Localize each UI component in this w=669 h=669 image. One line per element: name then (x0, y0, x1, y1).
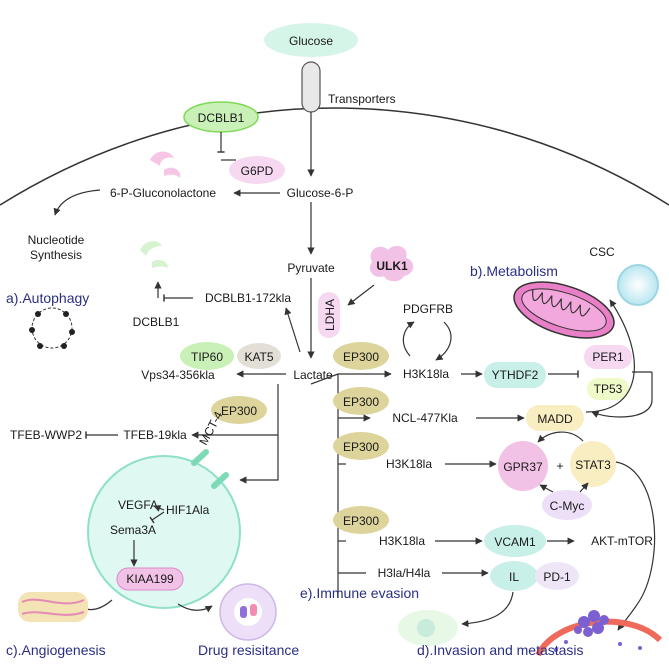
ulk1-label: ULK1 (376, 259, 408, 273)
cmyc-label: C-Myc (550, 499, 585, 513)
il-label: IL (509, 570, 519, 584)
mitochondrion-icon (513, 281, 615, 339)
ncl-477kla-label: NCL-477Kla (392, 411, 458, 425)
gpr37-node (498, 441, 548, 491)
tip60-label: TIP60 (191, 350, 223, 364)
csc-label: CSC (589, 245, 615, 259)
per1-node (584, 345, 632, 369)
ep300-tfeb-label: EP300 (221, 404, 257, 418)
csc-cell-icon (617, 264, 659, 306)
blood-vessel-icon (18, 592, 88, 622)
gluconolactone-label: 6-P-Gluconolactone (110, 186, 216, 200)
glucose-6-p-label: Glucose-6-P (287, 186, 354, 200)
vegfa-label: VEGFA (118, 498, 158, 512)
kiaa199-label: KIAA199 (126, 572, 174, 586)
ep300-row3-label: EP300 (343, 440, 379, 454)
akt-mtor-label: AKT-mTOR (591, 534, 653, 548)
ep300-tfeb-node (211, 396, 267, 424)
metabolism-section-label: b).Metabolism (470, 263, 558, 279)
g6pd-protein-icon (150, 151, 181, 178)
hif1ala-label: HIF1Ala (166, 503, 210, 517)
dcblb1-top-label: DCBLB1 (198, 111, 245, 125)
glucose-label: Glucose (289, 34, 333, 48)
dcblb1-protein-icon (140, 241, 168, 268)
synthesis-label: Synthesis (30, 248, 82, 262)
gpr37-label: GPR37 (503, 460, 543, 474)
ep300-row2-node (333, 387, 389, 415)
pdgfrb-label: PDGFRB (403, 302, 453, 316)
il-node (490, 561, 538, 591)
madd-label: MADD (537, 412, 573, 426)
plus-label: + (556, 459, 563, 473)
vps34-label: Vps34-356kla (141, 368, 215, 382)
dcblb1-low-label: DCBLB1 (133, 315, 180, 329)
drug-resistance-section-label: Drug resisitance (198, 642, 299, 658)
transporter-icon (301, 61, 321, 113)
pd1-node (535, 562, 579, 590)
drug-resistant-cell-icon (219, 583, 277, 641)
ep300-row4-label: EP300 (343, 514, 379, 528)
h3la-h4la-label: H3la/H4la (378, 566, 431, 580)
ythdf2-node (484, 362, 546, 388)
vcam1-node (484, 525, 546, 557)
ep300-row3-node (333, 432, 389, 460)
metastasis-icon (535, 610, 663, 657)
sema3a-label: Sema3A (110, 523, 156, 537)
h3k18la-row4-label: H3K18la (379, 534, 425, 548)
glucose-node (264, 23, 358, 57)
pyruvate-label: Pyruvate (287, 261, 335, 275)
ldha-node (318, 292, 340, 338)
ythdf2-label: YTHDF2 (492, 368, 539, 382)
transporters-label: Transporters (328, 92, 396, 106)
ep300-row1-label: EP300 (343, 350, 379, 364)
tp53-node (587, 378, 629, 400)
ulk1-node (369, 245, 414, 282)
ep300-row1-node (333, 342, 389, 370)
cell-membrane (0, 107, 669, 206)
dcblb1-172kla-label: DCBLB1-172kla (205, 291, 291, 305)
tip60-node (180, 342, 234, 370)
h3k18la-row3-label: H3K18la (386, 457, 432, 471)
tp53-label: TP53 (594, 382, 623, 396)
kat5-label: KAT5 (244, 350, 273, 364)
stat3-node (570, 441, 616, 487)
ep300-row2-label: EP300 (343, 395, 379, 409)
angiogenesis-section-label: c).Angiogenesis (6, 642, 106, 658)
per1-label: PER1 (592, 350, 624, 364)
g6pd-node (229, 156, 285, 184)
mct4-label: MCT-4 (196, 409, 225, 448)
lactate-label: Lactate (293, 368, 333, 382)
kat5-node (237, 343, 281, 369)
ep300-row4-node (333, 506, 389, 534)
pd1-label: PD-1 (543, 570, 571, 584)
vcam1-label: VCAM1 (494, 535, 536, 549)
madd-node (526, 405, 584, 431)
mct4-channel-icon (191, 449, 209, 466)
ldha-label: LDHA (323, 299, 337, 331)
kiaa199-node (116, 567, 184, 591)
stat3-label: STAT3 (575, 458, 611, 472)
cmyc-node (542, 490, 592, 520)
tfeb-wwp2-label: TFEB-WWP2 (10, 428, 82, 442)
invasion-section-label: d).Invasion and metastasis (417, 642, 584, 658)
autophagosome-icon (29, 307, 75, 349)
immune-cell-icon (398, 610, 458, 646)
g6pd-label: G6PD (241, 164, 274, 178)
autophagy-section-label: a).Autophagy (6, 290, 89, 306)
immune-section-label: e).Immune evasion (300, 585, 419, 601)
tfeb-19kla-label: TFEB-19kla (123, 428, 187, 442)
nucleotide-label: Nucleotide (28, 233, 85, 247)
h3k18la-row1-label: H3K18la (403, 367, 449, 381)
